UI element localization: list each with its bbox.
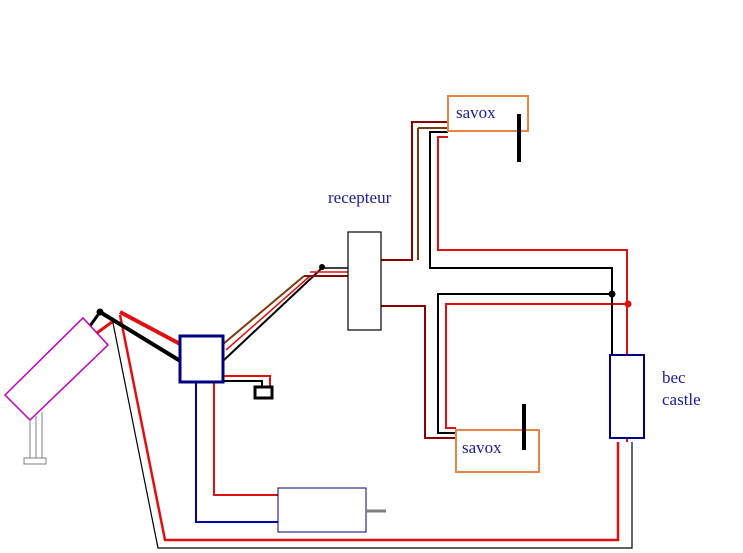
- junction-bec-red: [624, 300, 632, 308]
- wire-esc-brown: [221, 275, 305, 346]
- wire-rx-servo-bottom-dark: [380, 305, 456, 439]
- servo-top-box: [447, 95, 529, 132]
- bec: bec castle: [609, 354, 701, 439]
- bec-label-line2: castle: [662, 390, 701, 409]
- servo-top-label: savox: [456, 103, 496, 122]
- esc-box: [178, 334, 225, 384]
- battery-balance-plug: [23, 457, 47, 465]
- junction-battery: [96, 308, 104, 316]
- wire-battery-red-outer: [118, 314, 620, 542]
- servo-bottom-label: savox: [462, 438, 502, 457]
- bec-label-line1: bec: [662, 368, 686, 387]
- motor: [277, 487, 386, 533]
- wire-esc-black-signal: [223, 267, 323, 361]
- receiver-label: recepteur: [328, 188, 392, 207]
- receiver-box: [347, 231, 382, 331]
- wire-esc-switch-red: [222, 375, 271, 388]
- servo-top: savox: [447, 95, 529, 162]
- junctions: [96, 264, 632, 316]
- wire-battery-black-esc: [98, 310, 184, 364]
- servo-bottom: savox: [455, 404, 540, 473]
- junction-bec-black: [608, 290, 616, 298]
- wire-battery-black-outer: [111, 317, 633, 549]
- wire-rx-servo-top-dark: [380, 121, 448, 261]
- wire-servo-bottom-black: [437, 293, 612, 434]
- wire-battery-red-esc: [119, 310, 183, 347]
- wire-esc-motor-red: [213, 382, 278, 496]
- battery-pack: [3, 316, 110, 465]
- wire-servo-bottom-red: [445, 303, 628, 429]
- wire-esc-motor-navy: [195, 382, 278, 523]
- battery-body: [3, 316, 110, 422]
- wires: [83, 121, 633, 549]
- motor-body: [277, 487, 367, 533]
- switch-box: [253, 385, 274, 400]
- junction-rx-input: [319, 264, 325, 270]
- bec-box: [609, 354, 645, 439]
- wire-servo-top-black: [429, 131, 613, 356]
- wire-esc-red-signal: [225, 275, 311, 351]
- receiver: recepteur: [328, 188, 392, 331]
- wire-servo-top-red: [437, 136, 628, 442]
